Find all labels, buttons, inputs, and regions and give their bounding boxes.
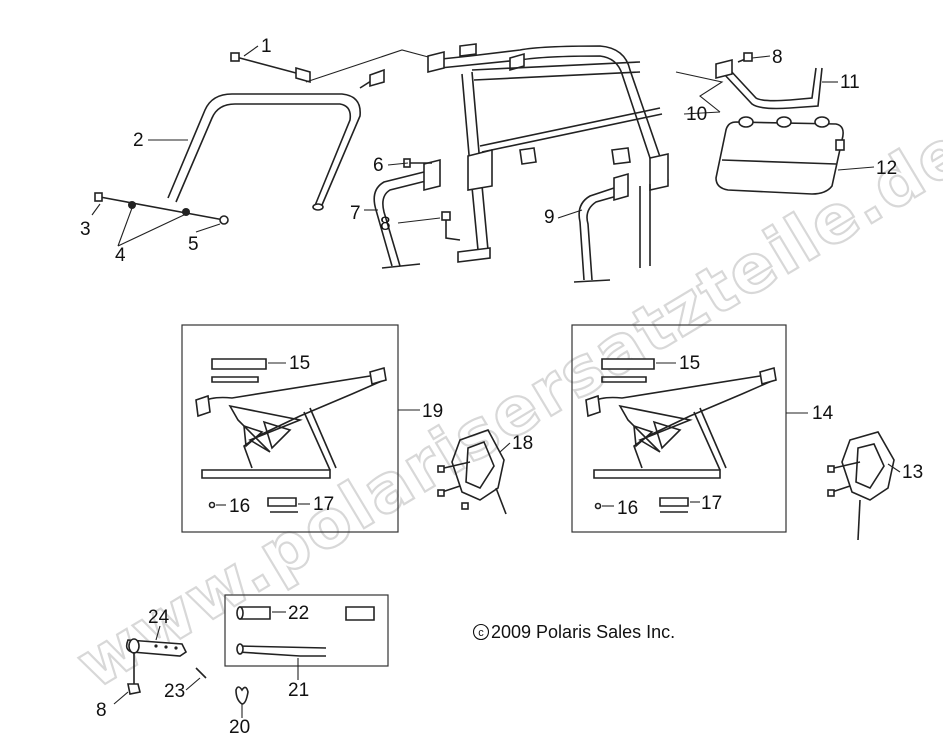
callout-8-a: 8 bbox=[380, 214, 391, 235]
callout-20: 20 bbox=[229, 717, 250, 738]
callout-7: 7 bbox=[350, 203, 361, 224]
callout-labels: 1 2 3 4 5 6 7 8 9 10 11 12 8 19 15 16 17… bbox=[80, 36, 923, 738]
small-hardware bbox=[127, 667, 249, 705]
callout-11: 11 bbox=[840, 72, 860, 93]
callout-10: 10 bbox=[686, 104, 707, 125]
callout-15-a: 15 bbox=[289, 353, 310, 374]
callout-24: 24 bbox=[148, 607, 170, 628]
door-frame-13 bbox=[827, 431, 895, 541]
callout-8-b: 8 bbox=[772, 47, 783, 68]
callout-14: 14 bbox=[812, 403, 834, 424]
callout-17-a: 17 bbox=[313, 494, 334, 515]
callout-2: 2 bbox=[133, 130, 144, 151]
callout-19: 19 bbox=[422, 401, 443, 422]
main-cab-frame bbox=[427, 43, 724, 268]
storage-box bbox=[715, 116, 845, 195]
callout-15-b: 15 bbox=[679, 353, 700, 374]
copyright-notice: c 2009 Polaris Sales Inc. bbox=[472, 622, 675, 642]
callout-8-c: 8 bbox=[96, 700, 107, 721]
callout-16-a: 16 bbox=[229, 496, 250, 517]
right-brace bbox=[573, 172, 629, 283]
grab-handle-24 bbox=[125, 638, 188, 686]
callout-4: 4 bbox=[115, 245, 126, 266]
callout-12: 12 bbox=[876, 158, 897, 179]
rear-roll-bar bbox=[94, 49, 433, 225]
kit-box-14 bbox=[571, 324, 787, 533]
callout-18: 18 bbox=[512, 433, 533, 454]
callout-1: 1 bbox=[261, 36, 272, 57]
kit-box-19 bbox=[181, 324, 399, 533]
callout-5: 5 bbox=[188, 234, 199, 255]
callout-23: 23 bbox=[164, 681, 185, 702]
leader-lines bbox=[91, 45, 901, 718]
callout-22: 22 bbox=[288, 603, 309, 624]
copyright-symbol-icon bbox=[472, 623, 490, 641]
callout-17-b: 17 bbox=[701, 493, 722, 514]
dash-bar-assembly bbox=[715, 52, 823, 110]
copyright-symbol-letter: c bbox=[478, 627, 484, 639]
callout-21: 21 bbox=[288, 680, 309, 701]
callout-6: 6 bbox=[373, 155, 384, 176]
copyright-text: 2009 Polaris Sales Inc. bbox=[491, 622, 675, 642]
callout-9: 9 bbox=[544, 207, 555, 228]
door-frame-18 bbox=[437, 429, 507, 515]
kit-box-21 bbox=[224, 594, 389, 667]
callout-3: 3 bbox=[80, 219, 91, 240]
callout-13: 13 bbox=[902, 462, 923, 483]
callout-16-b: 16 bbox=[617, 498, 638, 519]
